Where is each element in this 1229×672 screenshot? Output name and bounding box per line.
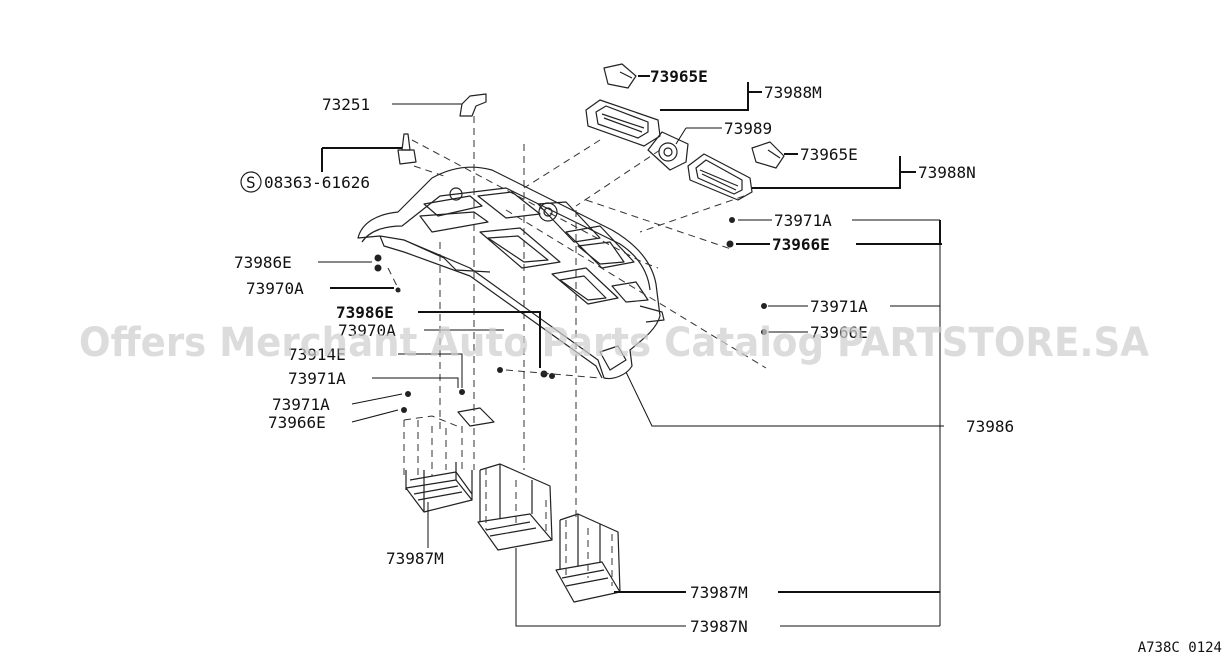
label-73971A-center-1: 73971A [288, 369, 346, 388]
label-73966E-right-1: 73966E [772, 235, 830, 254]
label-73966E-center: 73966E [268, 413, 326, 432]
label-73970A-center: 73970A [338, 321, 396, 340]
label-08363-61626: 08363-61626 [264, 173, 370, 192]
label-73251: 73251 [322, 95, 370, 114]
label-73986E-left: 73986E [234, 253, 292, 272]
label-73988M: 73988M [764, 83, 822, 102]
label-73971A-center-2: 73971A [272, 395, 330, 414]
label-73966E-right-2: 73966E [810, 323, 868, 342]
label-73986E-center: 73986E [336, 303, 394, 322]
label-73987M-right: 73987M [690, 583, 748, 602]
s-symbol-label: S [246, 173, 256, 192]
label-73988N: 73988N [918, 163, 976, 182]
diagram-reference-code: A738C 0124 [1138, 640, 1222, 656]
s-symbol-badge: S [240, 171, 262, 193]
label-73971A-right-2: 73971A [810, 297, 868, 316]
label-73914E: 73914E [288, 345, 346, 364]
label-73987N: 73987N [690, 617, 748, 636]
label-73987M-left: 73987M [386, 549, 444, 568]
label-73965E-mid: 73965E [800, 145, 858, 164]
label-73989: 73989 [724, 119, 772, 138]
parcel-shelf-drawing [357, 166, 665, 380]
watermark-text: Offers Merchant Auto Parts Catalog PARTS… [79, 320, 1149, 366]
storage-boxes-drawing [405, 462, 621, 603]
label-73986: 73986 [966, 417, 1014, 436]
fasteners-drawing [374, 93, 767, 427]
assembly-lines [387, 116, 767, 586]
label-73965E-top: 73965E [650, 67, 708, 86]
speaker-grilles-drawing [585, 63, 785, 201]
label-73971A-right-1: 73971A [774, 211, 832, 230]
label-73970A-left: 73970A [246, 279, 304, 298]
callout-labels: 73251 S 08363-61626 73965E 73988M 73989 … [234, 67, 1014, 636]
leader-lines [318, 75, 944, 627]
